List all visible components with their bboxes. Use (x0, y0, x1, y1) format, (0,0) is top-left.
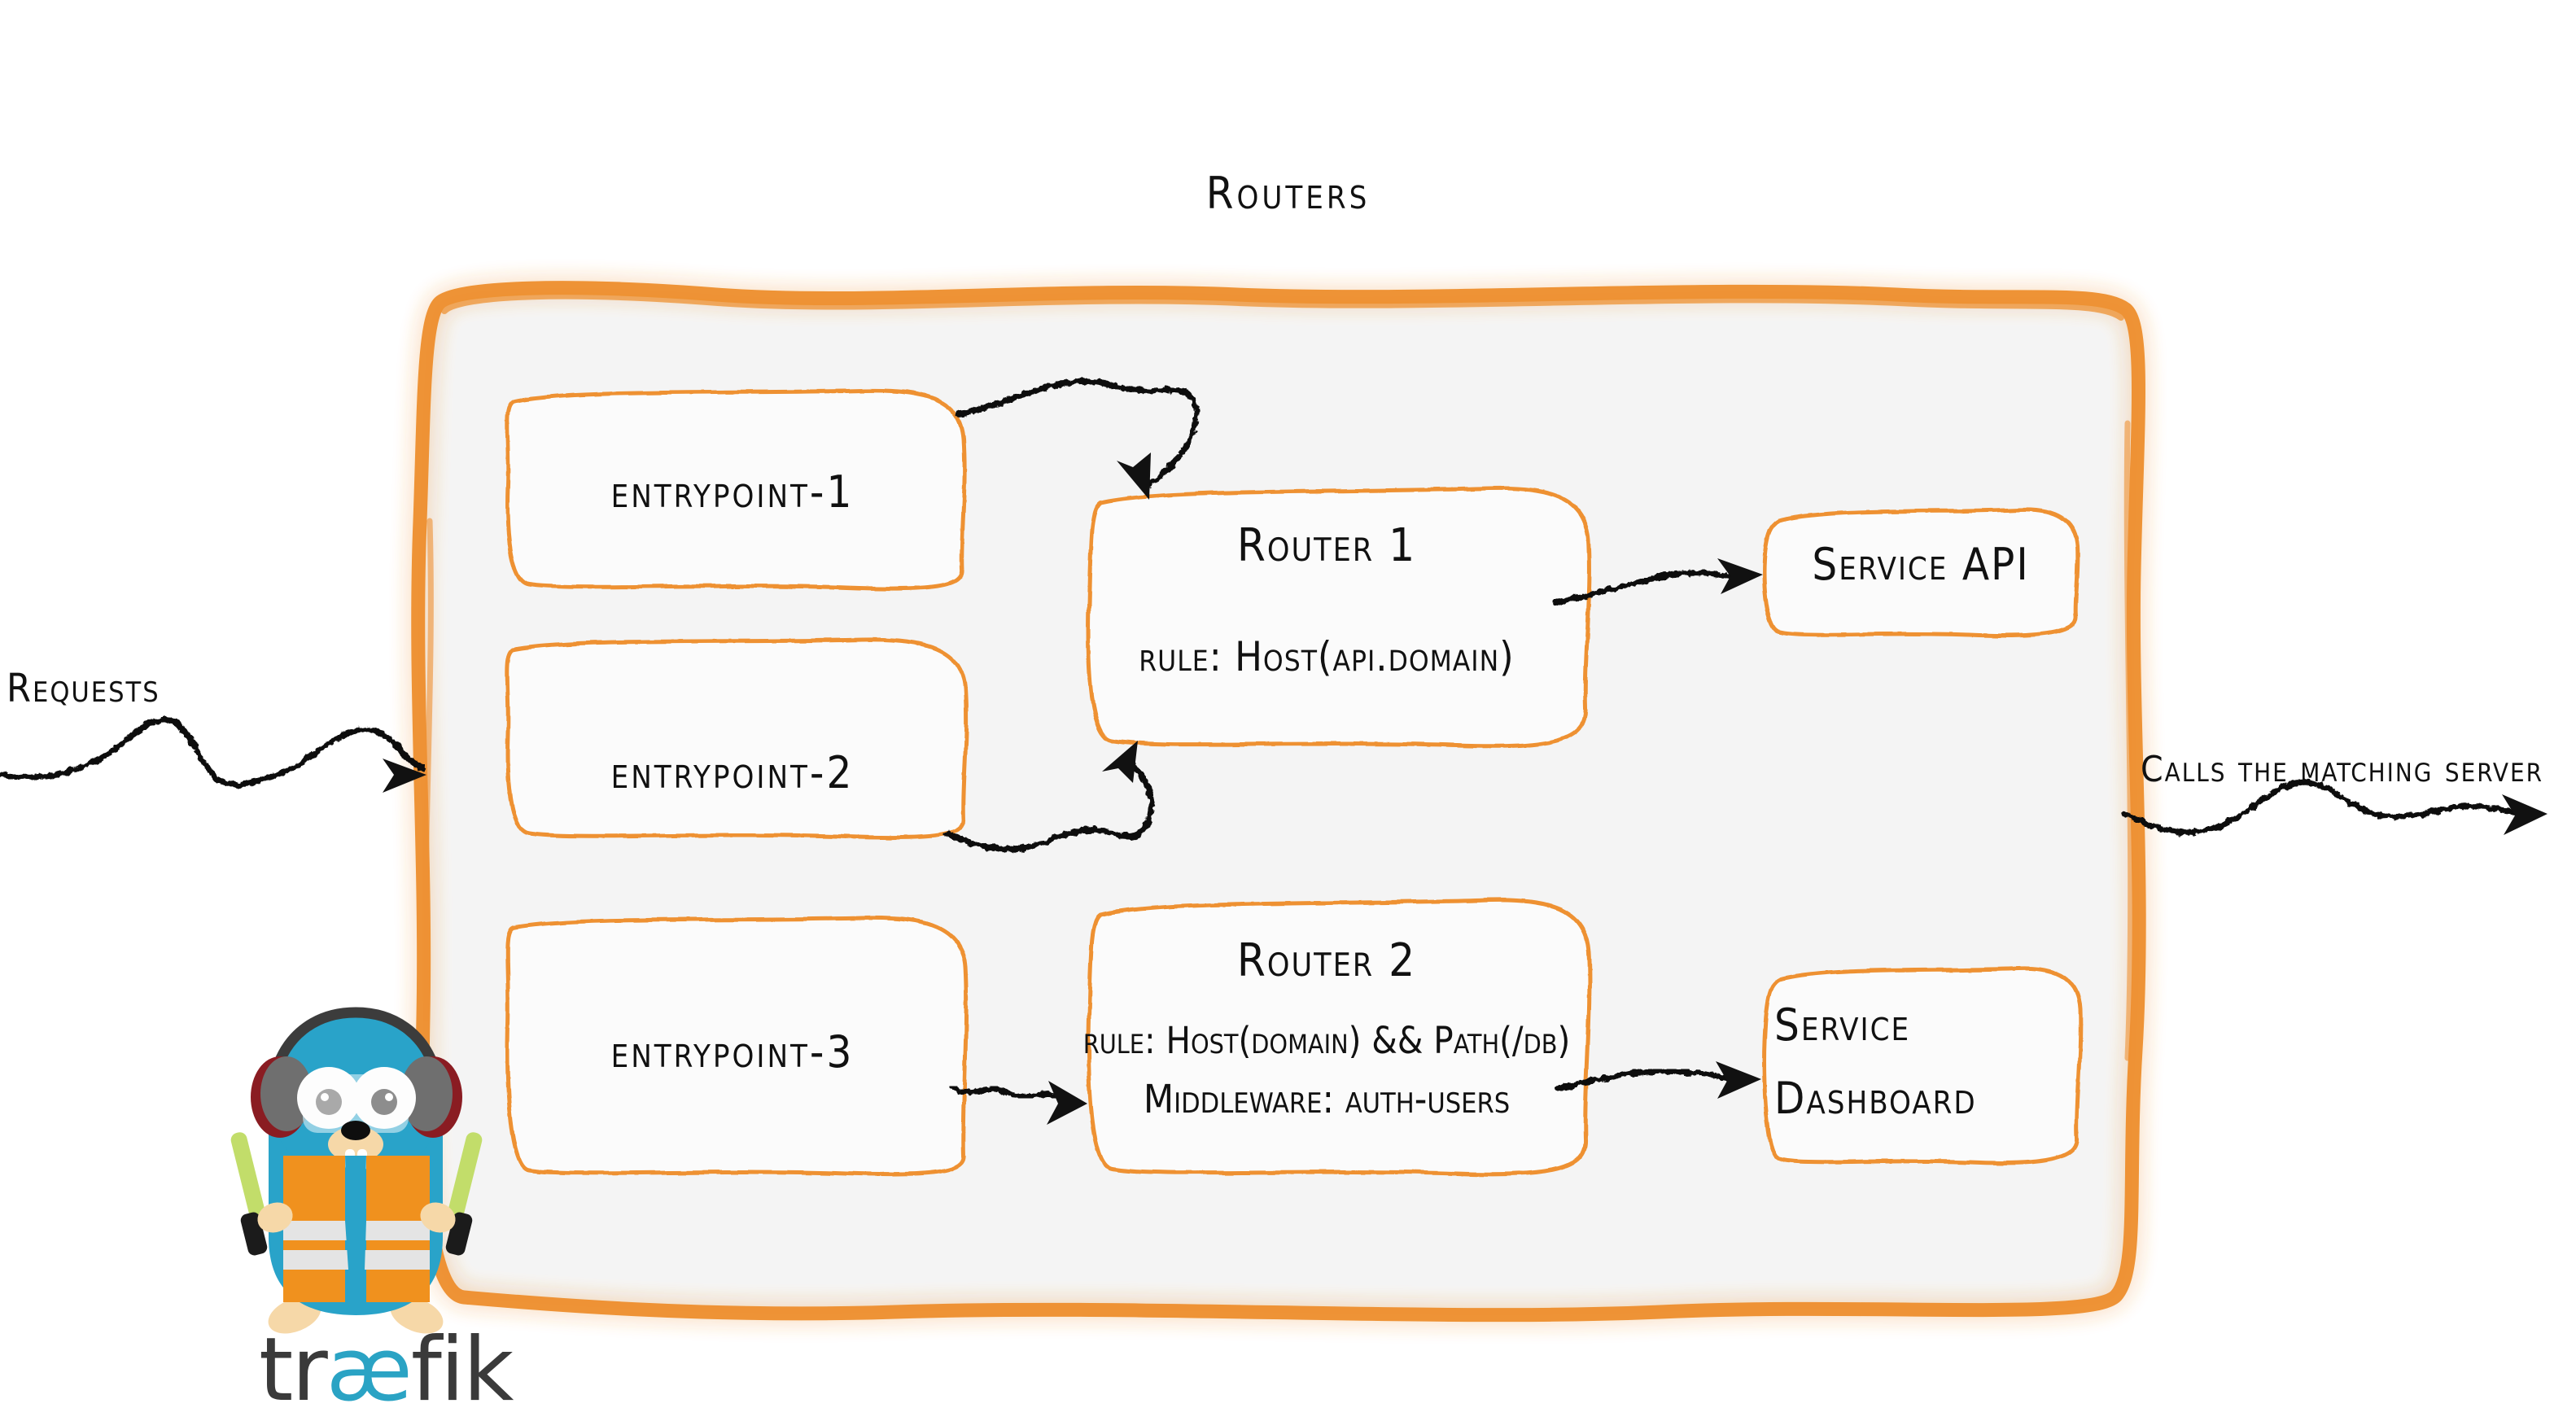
calls-matching-server-annotation: Calls the matching server (2141, 749, 2543, 790)
service-dashboard-box[interactable] (1762, 966, 2083, 1165)
arrow-router2-to-service-dashboard (1555, 1061, 1761, 1099)
router-2-title: Router 2 (1236, 934, 1417, 987)
headphone-left (251, 1056, 313, 1138)
arrow-requests-in (0, 717, 426, 793)
wordmark-ae-ligature: æ (326, 1319, 413, 1421)
arrow-calls-out (2121, 780, 2548, 836)
service-dashboard-label-line1: Service (1774, 999, 1911, 1051)
router-2-rule: rule: Host(domain) && Path(/db) (1082, 1019, 1571, 1062)
router-1-box[interactable] (1087, 486, 1592, 749)
arrow-entrypoint3-to-router2 (949, 1081, 1087, 1125)
wordmark-suffix: fik (410, 1319, 514, 1421)
router-1-rule: rule: Host(api.domain) (1139, 633, 1515, 680)
entrypoint-3-label: entrypoint-3 (610, 1026, 855, 1078)
arrow-entrypoint2-to-router1 (944, 741, 1155, 853)
service-api-box[interactable] (1762, 507, 2080, 638)
entrypoint-1-label: entrypoint-1 (610, 466, 855, 518)
arrow-router1-to-service-api (1551, 558, 1763, 606)
router-1-title: Router 1 (1236, 519, 1417, 572)
wordmark-prefix: tr (259, 1319, 328, 1421)
headphone-right (400, 1056, 462, 1138)
router-2-middleware: Middleware: auth-users (1143, 1077, 1511, 1122)
entrypoint-2-label: entrypoint-2 (610, 747, 855, 798)
arrow-entrypoint1-to-router1 (956, 378, 1200, 500)
router-2-box[interactable] (1087, 898, 1592, 1177)
page-title: Routers (1205, 168, 1371, 219)
entrypoint-1-box[interactable] (505, 388, 967, 591)
requests-annotation: Requests (7, 666, 160, 711)
traefik-gopher-mascot (230, 1007, 483, 1334)
service-api-label: Service API (1812, 539, 2030, 590)
entrypoint-3-box[interactable] (505, 916, 969, 1177)
service-dashboard-label-line2: Dashboard (1774, 1073, 1977, 1124)
traefik-wordmark: træfik (259, 1327, 514, 1414)
entrypoint-2-box[interactable] (505, 637, 969, 840)
